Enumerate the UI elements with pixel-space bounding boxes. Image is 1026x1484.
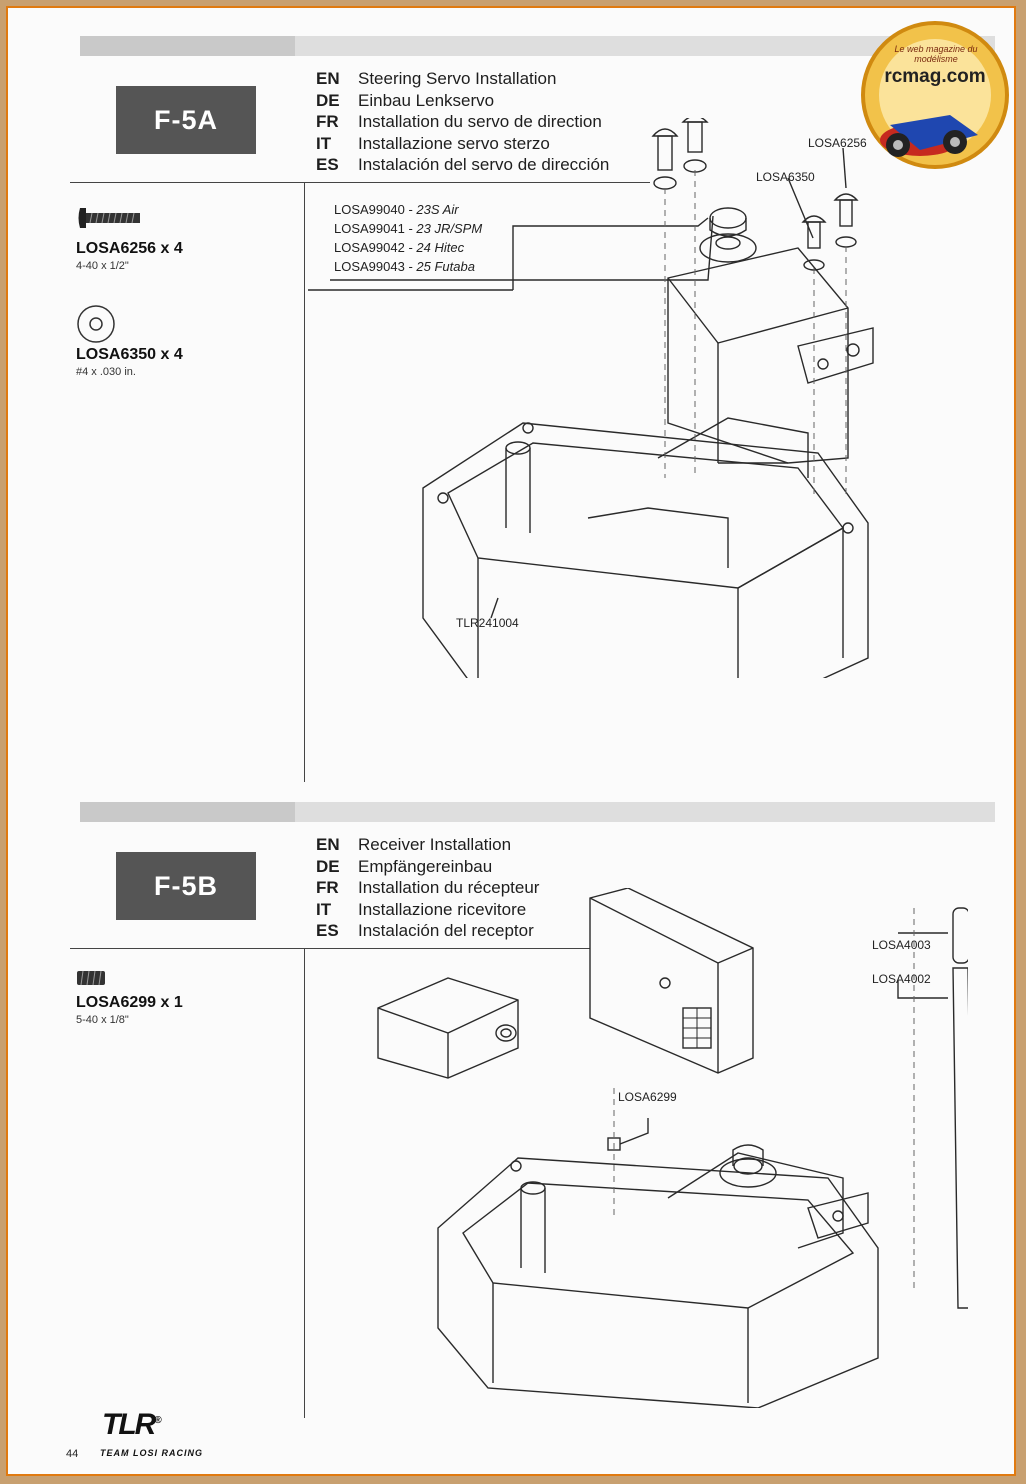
- tlr-logo: TLR®: [102, 1408, 162, 1441]
- part-losa6350: LOSA6350 x 4 #4 x .030 in.: [76, 346, 183, 378]
- page-number: 44: [66, 1448, 79, 1460]
- callout-losa6299: LOSA6299: [618, 1090, 677, 1104]
- part-losa6299: LOSA6299 x 1 5-40 x 1/8": [76, 994, 183, 1026]
- title-fr: Installation du servo de direction: [358, 112, 602, 131]
- callout-losa4003: LOSA4003: [872, 938, 931, 952]
- title-es: Instalación del servo de dirección: [358, 155, 610, 174]
- step-b-column-rule: [304, 948, 305, 1418]
- washer-icon: [77, 305, 115, 343]
- step-b-header-band: [80, 802, 995, 822]
- step-a-column-rule: [304, 182, 305, 782]
- servo-horn-list: LOSA99040 - 23S Air LOSA99041 - 23 JR/SP…: [334, 202, 483, 274]
- step-a-header-band: [80, 36, 995, 56]
- receiver-installation-drawing: [377, 888, 968, 1408]
- callout-losa6350: LOSA6350: [756, 170, 815, 184]
- set-screw-icon: [77, 970, 105, 986]
- title-it: Installazione servo sterzo: [358, 133, 550, 153]
- title-en: Steering Servo Installation: [358, 69, 557, 88]
- rcmag-watermark: rcmag.com Le web magazine du modélisme: [860, 20, 1010, 170]
- title-fr: Installation du récepteur: [358, 878, 540, 897]
- step-a-divider: [70, 182, 650, 183]
- title-es: Instalación del receptor: [358, 921, 534, 940]
- callout-losa6256: LOSA6256: [808, 136, 867, 150]
- part-losa6256: LOSA6256 x 4 4-40 x 1/2": [76, 240, 183, 272]
- title-it: Installazione ricevitore: [358, 899, 527, 919]
- title-de: Empfängereinbau: [358, 856, 493, 876]
- rcmag-badge-icon: [861, 21, 1009, 169]
- rcmag-site: rcmag.com: [884, 66, 986, 87]
- callout-tlr241004: TLR241004: [456, 616, 519, 630]
- step-a-label: F-5A: [116, 86, 256, 154]
- title-en: Receiver Installation: [358, 835, 512, 854]
- step-b-divider: [70, 948, 590, 949]
- callout-losa4002: LOSA4002: [872, 972, 931, 986]
- rcmag-tagline: Le web magazine du modélisme: [894, 44, 978, 64]
- title-de: Einbau Lenkservo: [358, 90, 495, 110]
- button-head-screw-icon: [78, 208, 140, 228]
- step-b-label: F-5B: [116, 852, 256, 920]
- servo-installation-drawing: [308, 118, 874, 678]
- tlr-subtitle: TEAM LOSI RACING: [100, 1448, 203, 1458]
